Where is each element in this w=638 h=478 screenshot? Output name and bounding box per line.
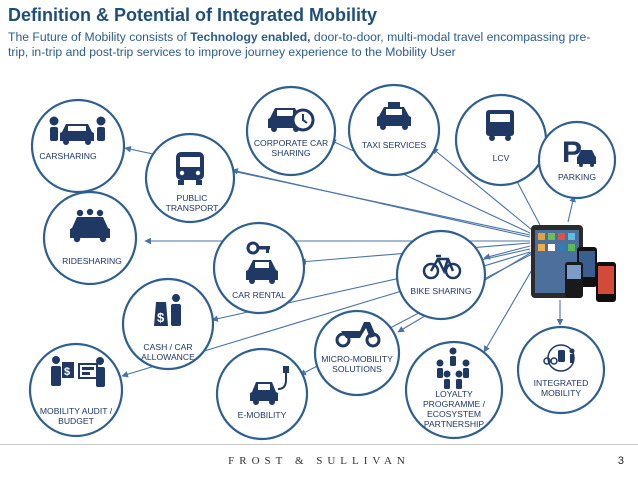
label-line: BUDGET — [58, 416, 95, 426]
node-micro-mobility — [313, 309, 401, 397]
label-line: LOYALTY — [435, 389, 473, 399]
label-line: PROGRAMME / — [423, 399, 486, 409]
label-bike-sharing: BIKE SHARING — [410, 286, 471, 296]
cash-person-icon: $ — [154, 294, 181, 326]
node-carsharing — [30, 98, 126, 194]
label-line: MOBILITY AUDIT / — [40, 406, 113, 416]
svg-text:$: $ — [64, 366, 70, 378]
label-line: LCV — [493, 153, 510, 163]
label-line: TAXI SERVICES — [362, 140, 426, 150]
label-line: PARTNERSHIP — [424, 419, 485, 429]
label-line: E-MOBILITY — [238, 410, 287, 420]
svg-text:$: $ — [157, 310, 165, 325]
label-line: MOBILITY — [541, 388, 581, 398]
label-ridesharing: RIDESHARING — [62, 256, 122, 266]
shared-car-icon — [70, 208, 110, 243]
label-e-mobility: E-MOBILITY — [238, 410, 287, 420]
label-car-rental: CAR RENTAL — [232, 290, 286, 300]
label-line: BIKE SHARING — [410, 286, 471, 296]
node-loyalty — [404, 340, 504, 440]
label-mobility-audit: MOBILITY AUDIT /BUDGET — [40, 406, 113, 426]
bicycle-icon — [422, 254, 462, 280]
label-line: TRANSPORT — [166, 203, 220, 213]
car-clock-icon — [268, 108, 315, 132]
audit-icon: $ — [51, 356, 105, 387]
node-lcv — [454, 93, 548, 187]
node-bike-sharing — [395, 229, 487, 321]
label-line: RIDESHARING — [62, 256, 122, 266]
label-line: SOLUTIONS — [332, 364, 382, 374]
ev-car-icon — [250, 366, 289, 405]
label-lcv: LCV — [493, 153, 510, 163]
arrow-taxi — [431, 147, 533, 231]
svg-text:P: P — [562, 136, 582, 169]
arrow-parking — [567, 195, 576, 223]
label-line: PARKING — [558, 172, 596, 182]
label-line: CORPORATE CAR — [254, 138, 328, 148]
bus-icon — [176, 152, 204, 185]
arrow-loyalty — [483, 255, 541, 353]
truck-icon — [486, 110, 514, 141]
people-network-icon — [436, 347, 470, 389]
label-line: MICRO-MOBILITY — [321, 354, 393, 364]
label-line: SHARING — [271, 148, 310, 158]
car-key-icon — [246, 241, 278, 284]
people-car-icon — [49, 116, 106, 145]
slide-subtitle: The Future of Mobility consists of Techn… — [8, 30, 608, 60]
label-parking: PARKING — [558, 172, 596, 182]
node-cash-car-allowance — [121, 277, 215, 371]
subtitle-text: The Future of Mobility consists of — [8, 30, 191, 44]
label-taxi-services: TAXI SERVICES — [362, 140, 426, 150]
footer-brand: FROST & SULLIVAN — [228, 455, 410, 467]
subtitle-text-rest: door-to-door, multi-modal travel encompa… — [8, 30, 591, 59]
label-carsharing: CARSHARING — [39, 151, 97, 161]
node-integrated-mobility — [516, 325, 606, 415]
devices-icon — [531, 225, 616, 302]
label-line: ECOSYSTEM — [427, 409, 481, 419]
label-line: PUBLIC — [176, 193, 207, 203]
label-line: CASH / CAR — [143, 342, 192, 352]
label-line: ALLOWANCE — [141, 352, 195, 362]
label-line: CARSHARING — [39, 151, 97, 161]
slide-title: Definition & Potential of Integrated Mob… — [8, 5, 377, 25]
label-line: INTEGRATED — [534, 378, 589, 388]
parking-icon: P — [562, 136, 596, 169]
footer-rule — [0, 444, 638, 445]
arrow-bike-sharing — [483, 245, 531, 260]
taxi-icon — [377, 102, 411, 130]
scooter-icon — [335, 322, 381, 348]
subtitle-bold-text: Technology enabled, — [190, 30, 311, 44]
node-taxi-services — [347, 83, 441, 177]
multimodal-icon — [543, 344, 575, 372]
page-number: 3 — [617, 455, 624, 467]
label-line: CAR RENTAL — [232, 290, 286, 300]
node-corporate-car-sharing — [245, 85, 337, 177]
arrow-public-transport — [231, 168, 531, 238]
